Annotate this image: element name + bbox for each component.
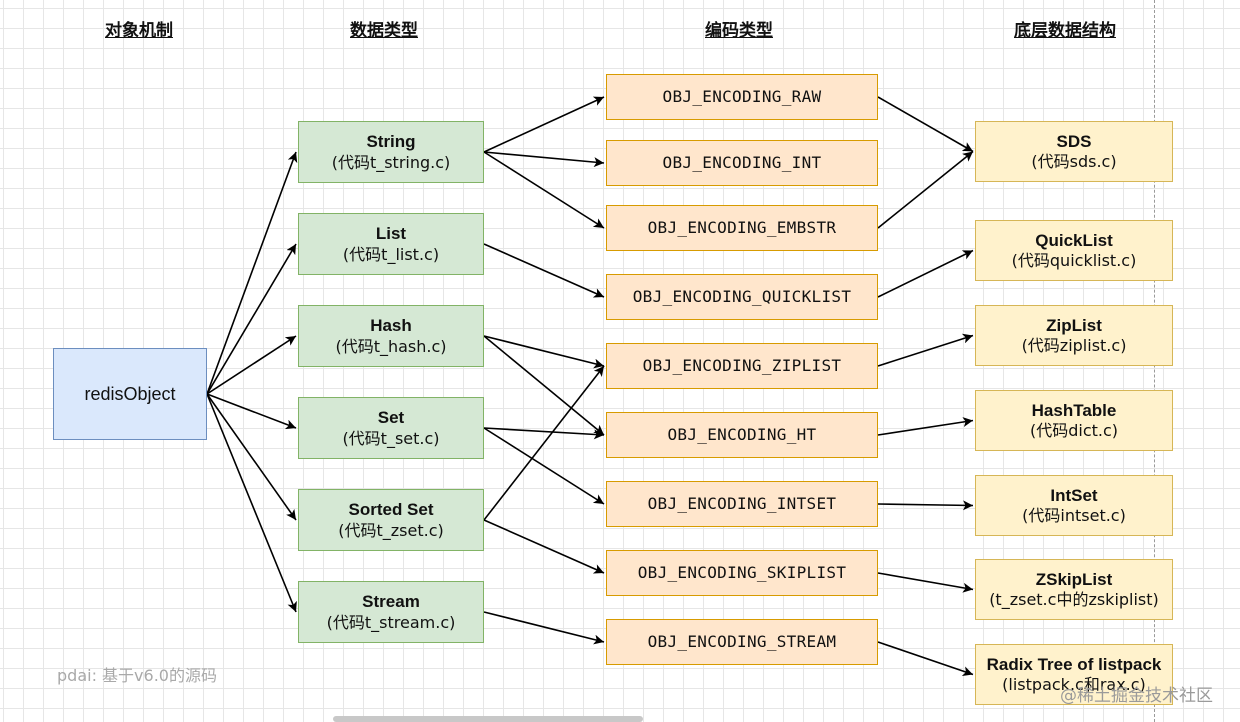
structure-source: (listpack.c和rax.c) (1002, 675, 1146, 695)
encoding-node-ziplist[interactable]: OBJ_ENCODING_ZIPLIST (606, 343, 878, 389)
horizontal-scrollbar[interactable] (333, 716, 643, 722)
encoding-label: OBJ_ENCODING_RAW (662, 87, 822, 106)
edge-type-2-to-enc-4 (483, 335, 605, 369)
edge-enc-5-to-struct-3 (877, 417, 974, 436)
edge-enc-3-to-struct-1 (877, 249, 974, 298)
edge-type-0-to-enc-2 (483, 151, 605, 229)
structure-title: ZSkipList (1035, 569, 1113, 589)
type-node-list[interactable]: List (代码t_list.c) (298, 213, 484, 275)
edge-enc-7-to-struct-5 (877, 572, 974, 593)
structure-node-zskiplist[interactable]: ZSkipList (t_zset.c中的zskiplist) (975, 559, 1173, 620)
structure-node-quicklist[interactable]: QuickList (代码quicklist.c) (975, 220, 1173, 281)
structure-title: Radix Tree of listpack (986, 654, 1162, 674)
edge-root-to-type-2 (206, 335, 297, 395)
type-source: (代码t_zset.c) (338, 520, 444, 540)
type-title: List (375, 224, 407, 244)
encoding-label: OBJ_ENCODING_STREAM (647, 632, 837, 651)
encoding-node-raw[interactable]: OBJ_ENCODING_RAW (606, 74, 878, 120)
edge-enc-6-to-struct-4 (877, 500, 974, 511)
type-source: (代码t_string.c) (331, 152, 451, 172)
structure-title: ZipList (1046, 315, 1102, 335)
edge-root-to-type-1 (206, 243, 297, 395)
structure-source: (代码intset.c) (1022, 506, 1126, 526)
encoding-label: OBJ_ENCODING_ZIPLIST (642, 356, 842, 375)
structure-node-sds[interactable]: SDS (代码sds.c) (975, 121, 1173, 182)
type-source: (代码t_set.c) (342, 428, 440, 448)
header-encoding-type: 编码类型 (705, 21, 773, 41)
type-node-set[interactable]: Set (代码t_set.c) (298, 397, 484, 459)
encoding-label: OBJ_ENCODING_INT (662, 153, 822, 172)
type-source: (代码t_stream.c) (326, 612, 456, 632)
structure-source: (代码dict.c) (1029, 421, 1119, 441)
source-footnote: pdai: 基于v6.0的源码 (57, 666, 217, 685)
structure-title: IntSet (1050, 485, 1098, 505)
type-title: Set (377, 408, 405, 428)
encoding-label: OBJ_ENCODING_QUICKLIST (632, 287, 852, 306)
type-node-stream[interactable]: Stream (代码t_stream.c) (298, 581, 484, 643)
structure-source: (代码sds.c) (1031, 152, 1117, 172)
edge-root-to-type-3 (206, 393, 297, 430)
edge-type-1-to-enc-3 (483, 243, 605, 298)
encoding-node-stream[interactable]: OBJ_ENCODING_STREAM (606, 619, 878, 665)
structure-node-radix-tree[interactable]: Radix Tree of listpack (listpack.c和rax.c… (975, 644, 1173, 705)
edge-enc-4-to-struct-2 (877, 333, 974, 367)
edge-type-2-to-enc-5 (483, 335, 605, 436)
edge-root-to-type-5 (206, 393, 297, 613)
edge-enc-2-to-struct-0 (877, 150, 974, 229)
structure-source: (代码ziplist.c) (1021, 336, 1127, 356)
edge-root-to-type-0 (206, 151, 298, 395)
edge-type-4-to-enc-4 (483, 365, 605, 521)
encoding-node-int[interactable]: OBJ_ENCODING_INT (606, 140, 878, 186)
encoding-node-quicklist[interactable]: OBJ_ENCODING_QUICKLIST (606, 274, 878, 320)
edge-enc-8-to-struct-6 (877, 641, 974, 676)
header-underlying-structure: 底层数据结构 (1014, 21, 1116, 41)
type-node-string[interactable]: String (代码t_string.c) (298, 121, 484, 183)
structure-node-intset[interactable]: IntSet (代码intset.c) (975, 475, 1173, 536)
encoding-node-intset[interactable]: OBJ_ENCODING_INTSET (606, 481, 878, 527)
edge-type-5-to-enc-8 (483, 611, 605, 645)
type-source: (代码t_hash.c) (335, 336, 447, 356)
encoding-node-ht[interactable]: OBJ_ENCODING_HT (606, 412, 878, 458)
type-source: (代码t_list.c) (342, 244, 440, 264)
type-title: String (366, 132, 416, 152)
type-node-sorted-set[interactable]: Sorted Set (代码t_zset.c) (298, 489, 484, 551)
structure-node-hashtable[interactable]: HashTable (代码dict.c) (975, 390, 1173, 451)
encoding-node-skiplist[interactable]: OBJ_ENCODING_SKIPLIST (606, 550, 878, 596)
encoding-label: OBJ_ENCODING_EMBSTR (647, 218, 837, 237)
header-object-mechanism: 对象机制 (105, 21, 173, 41)
encoding-node-embstr[interactable]: OBJ_ENCODING_EMBSTR (606, 205, 878, 251)
type-title: Sorted Set (348, 500, 434, 520)
type-title: Hash (370, 316, 412, 336)
structure-source: (t_zset.c中的zskiplist) (989, 590, 1159, 610)
redis-object-node[interactable]: redisObject (53, 348, 207, 440)
encoding-label: OBJ_ENCODING_INTSET (647, 494, 837, 513)
encoding-label: OBJ_ENCODING_SKIPLIST (637, 563, 847, 582)
header-data-type: 数据类型 (350, 21, 418, 41)
edge-type-0-to-enc-0 (483, 96, 605, 153)
edge-type-3-to-enc-5 (483, 427, 605, 440)
watermark: @稀土掘金技术社区 (1060, 686, 1213, 706)
structure-node-ziplist[interactable]: ZipList (代码ziplist.c) (975, 305, 1173, 366)
structure-title: SDS (1056, 131, 1092, 151)
edge-type-3-to-enc-6 (483, 427, 605, 505)
type-node-hash[interactable]: Hash (代码t_hash.c) (298, 305, 484, 367)
type-title: Stream (362, 592, 420, 612)
structure-title: QuickList (1035, 230, 1113, 250)
edge-type-0-to-enc-1 (483, 151, 605, 168)
edge-root-to-type-4 (206, 393, 297, 521)
structure-source: (代码quicklist.c) (1011, 251, 1137, 271)
redis-object-label: redisObject (84, 383, 176, 404)
edge-enc-0-to-struct-0 (877, 96, 974, 153)
encoding-label: OBJ_ENCODING_HT (667, 425, 817, 444)
edge-type-4-to-enc-7 (483, 519, 605, 574)
structure-title: HashTable (1031, 400, 1117, 420)
